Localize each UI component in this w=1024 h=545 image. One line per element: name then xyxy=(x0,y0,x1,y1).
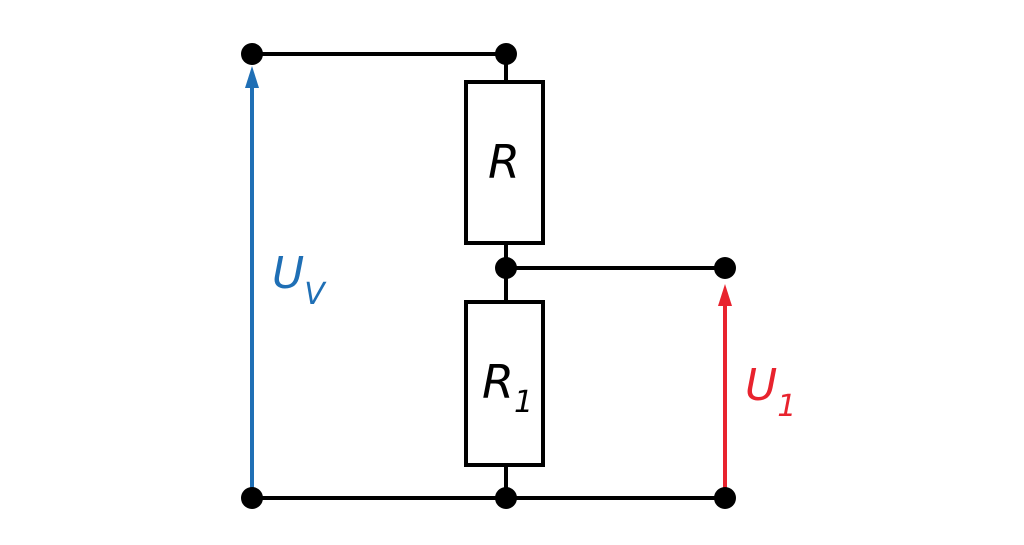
node-output-top xyxy=(714,257,736,279)
node-bottom-right xyxy=(714,487,736,509)
output-voltage-symbol: U xyxy=(745,360,777,411)
node-top-left xyxy=(241,43,263,65)
node-bottom-left xyxy=(241,487,263,509)
supply-voltage-subscript: V xyxy=(304,277,327,312)
supply-voltage-symbol: U xyxy=(272,248,304,299)
supply-voltage-arrowhead xyxy=(245,66,259,88)
node-middle xyxy=(495,257,517,279)
supply-voltage-label: UV xyxy=(272,248,327,312)
resistor-r1 xyxy=(464,300,545,467)
resistor-r-label: R xyxy=(488,135,520,189)
resistor-r1-label: R1 xyxy=(482,355,533,420)
resistor-r xyxy=(464,80,545,245)
output-voltage-label: U1 xyxy=(745,360,796,424)
resistor-r-symbol: R xyxy=(488,135,520,189)
resistor-r1-subscript: 1 xyxy=(514,385,533,420)
node-top-right xyxy=(495,43,517,65)
node-bottom-middle xyxy=(495,487,517,509)
resistor-r1-symbol: R xyxy=(482,355,514,409)
output-voltage-subscript: 1 xyxy=(777,389,796,424)
output-voltage-arrowhead xyxy=(718,284,732,306)
